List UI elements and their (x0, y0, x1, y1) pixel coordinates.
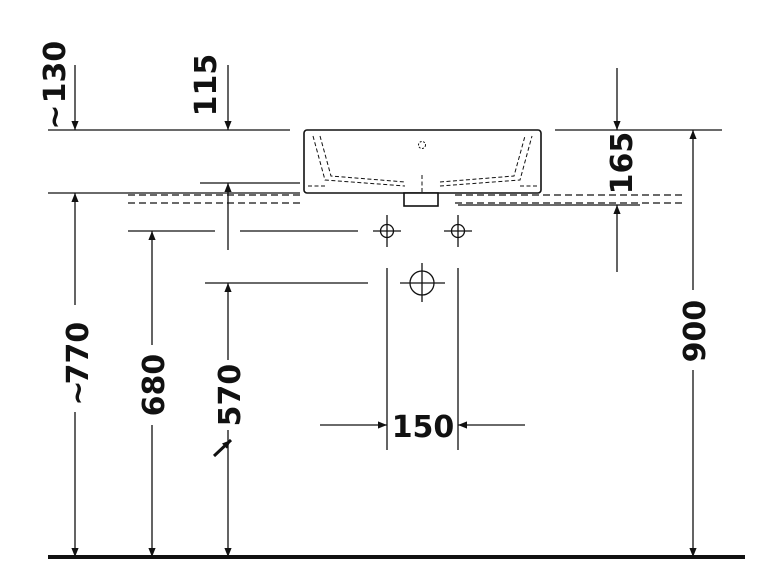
basin-inner-dashed (312, 135, 533, 187)
dim-570-label: 570 (213, 364, 248, 427)
dim-130-approx-symbol: ~ (38, 104, 73, 129)
overflow-hole (418, 141, 426, 149)
dim-770-label: 770 (61, 322, 96, 385)
dim-680-label: 680 (137, 354, 172, 417)
dim-150-label: 150 (392, 410, 455, 445)
washbasin (303, 129, 542, 207)
dim-130-label: 130 (38, 41, 73, 104)
dim-770-approx-symbol: ~ (61, 380, 96, 405)
basin-inner-dashed-2 (319, 135, 526, 183)
pointer-arrow-570 (212, 438, 233, 458)
water-valve-right (444, 215, 472, 247)
dim-165-label: 165 (605, 132, 640, 195)
waste-outlet (403, 192, 439, 207)
dim-900-label: 900 (678, 300, 713, 363)
water-valve-left (373, 215, 401, 247)
drain-pipe-symbol (400, 263, 445, 302)
dim-115-label: 115 (189, 54, 224, 117)
